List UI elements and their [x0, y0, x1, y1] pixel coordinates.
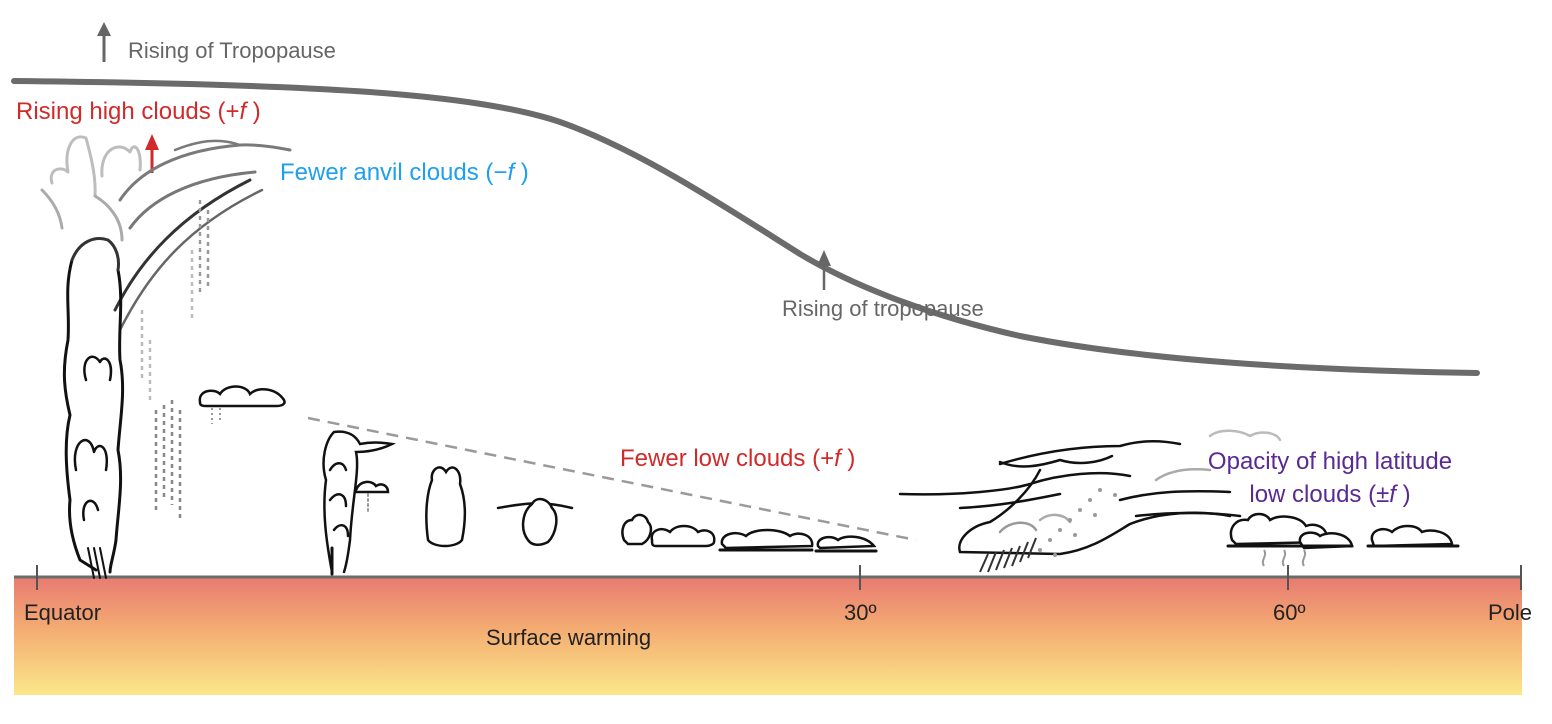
tropopause-curve	[11, 78, 1480, 376]
axis-label-30: 30º	[844, 600, 877, 625]
opacity-label-line1: Opacity of high latitude	[1207, 448, 1453, 475]
axis-label-60: 60º	[1273, 600, 1306, 625]
cumulus-cloud-icon	[496, 497, 574, 546]
axis-label-pole: Pole	[1488, 600, 1533, 625]
low-cloud-trend-line	[307, 416, 917, 542]
anvil-clouds-label: Fewer anvil clouds (−f )	[280, 159, 529, 186]
stratocumulus-clouds-icon	[621, 513, 878, 553]
rain-streaks-icon	[140, 200, 210, 520]
surface-warming-label: Surface warming	[486, 625, 652, 650]
low-clouds-label: Fewer low clouds (+f )	[620, 445, 856, 472]
high-clouds-label: Rising high clouds (+f )	[16, 98, 261, 125]
axis-label-equator: Equator	[24, 600, 102, 625]
cumulus-cloud-icon	[425, 466, 466, 548]
cumulus-cloud-icon	[198, 385, 286, 424]
arrow-up-icon	[817, 250, 831, 290]
high-latitude-clouds-icon	[1226, 512, 1460, 550]
tropopause-top-label: Rising of Tropopause	[128, 38, 336, 63]
opacity-label-line2: low clouds (±f )	[1249, 481, 1411, 508]
convective-tower-icon	[40, 135, 292, 579]
frontal-cloud-system-icon	[898, 429, 1282, 556]
drizzle-squiggles-icon	[1261, 549, 1307, 567]
opacity-label: Opacity of high latitude low clouds (±f …	[1172, 445, 1488, 511]
tropopause-mid-label: Rising of tropopause	[782, 296, 984, 321]
arrow-up-icon	[97, 22, 111, 62]
cumulus-tower-icon	[322, 430, 396, 576]
drizzle-dots-icon	[1038, 488, 1117, 557]
surface-band	[14, 577, 1522, 695]
rain-streaks-icon	[979, 537, 1037, 573]
